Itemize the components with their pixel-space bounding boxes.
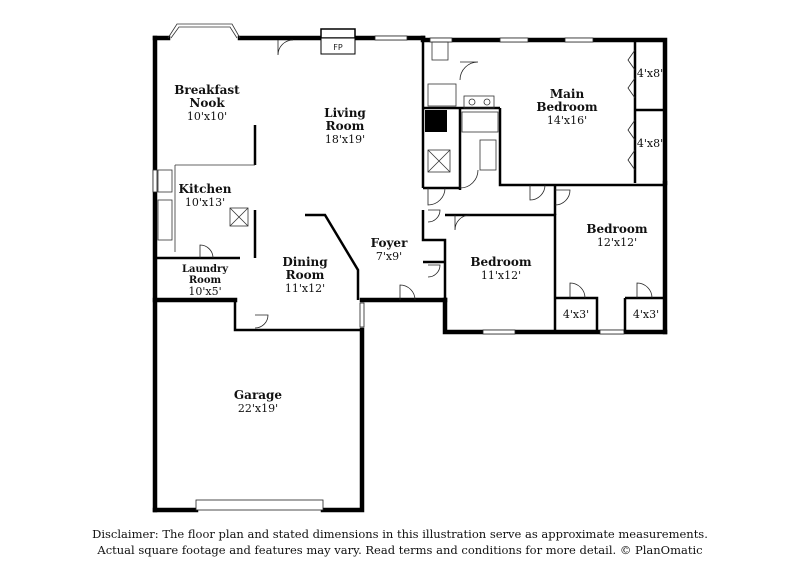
room-dimensions: 10'x5': [188, 285, 221, 298]
room-name: Garage: [234, 388, 283, 402]
room-breakfast-nook: Breakfast Nook 10'x10': [174, 83, 240, 123]
room-dimensions: 12'x12': [597, 236, 637, 249]
room-bedroom-right: Bedroom 12'x12': [586, 222, 647, 249]
room-foyer: Foyer 7'x9': [371, 236, 408, 263]
room-main-bedroom: Main Bedroom 14'x16': [536, 87, 597, 127]
closet-dimensions: 4'x8': [637, 137, 663, 150]
room-name: Bedroom: [586, 222, 647, 236]
room-dimensions: 22'x19': [238, 402, 278, 415]
room-living: Living Room 18'x19': [324, 106, 366, 146]
closet-dimensions: 4'x3': [563, 308, 589, 321]
window: [599, 329, 625, 335]
room-bedroom-center: Bedroom 11'x12': [470, 255, 531, 282]
stove-icon: [229, 207, 249, 227]
room-name: Bedroom: [536, 100, 597, 114]
window: [429, 37, 453, 43]
window: [152, 169, 158, 193]
disclaimer-line-1: Disclaimer: The floor plan and stated di…: [92, 527, 708, 541]
garage-door: [195, 499, 324, 511]
disclaimer: Disclaimer: The floor plan and stated di…: [0, 526, 800, 558]
room-name: Nook: [189, 96, 225, 110]
room-name: Room: [189, 275, 222, 286]
closet-dimensions: 4'x3': [633, 308, 659, 321]
room-name: Dining: [282, 255, 328, 269]
closet-dimensions: 4'x8': [637, 67, 663, 80]
room-name: Room: [286, 268, 325, 282]
window: [564, 37, 594, 43]
room-name: Main: [550, 87, 585, 101]
window: [482, 329, 516, 335]
shower-icon: [427, 149, 451, 173]
room-dimensions: 18'x19': [325, 133, 365, 146]
bathroom-fixtures: [425, 41, 499, 173]
room-dimensions: 10'x13': [185, 196, 225, 209]
room-name: Room: [326, 119, 365, 133]
room-laundry: Laundry Room 10'x5': [182, 264, 229, 298]
floor-plan: FP: [152, 23, 668, 513]
room-garage: Garage 22'x19': [234, 388, 283, 415]
sink-icon: [157, 169, 173, 193]
room-kitchen: Kitchen 10'x13': [179, 182, 232, 209]
room-name: Breakfast: [174, 83, 240, 97]
room-dimensions: 14'x16': [547, 114, 587, 127]
room-dining: Dining Room 11'x12': [282, 255, 328, 295]
door-swings: [199, 39, 653, 329]
room-dimensions: 7'x9': [376, 250, 402, 263]
room-name: Kitchen: [179, 182, 232, 196]
window: [359, 302, 365, 328]
bay-window: [167, 23, 241, 39]
fireplace-label: FP: [333, 43, 343, 52]
tub-icon: [425, 110, 447, 132]
room-dimensions: 10'x10': [187, 110, 227, 123]
kitchen-fixtures: [157, 169, 249, 241]
room-name: Bedroom: [470, 255, 531, 269]
window: [499, 37, 529, 43]
room-dimensions: 11'x12': [285, 282, 325, 295]
room-name: Living: [324, 106, 366, 120]
room-name: Laundry: [182, 264, 229, 275]
window: [374, 35, 408, 41]
room-name: Foyer: [371, 236, 408, 250]
fireplace-icon: FP: [320, 28, 356, 55]
room-dimensions: 11'x12': [481, 269, 521, 282]
disclaimer-line-2: Actual square footage and features may v…: [97, 543, 703, 557]
exterior-walls: [152, 35, 668, 513]
